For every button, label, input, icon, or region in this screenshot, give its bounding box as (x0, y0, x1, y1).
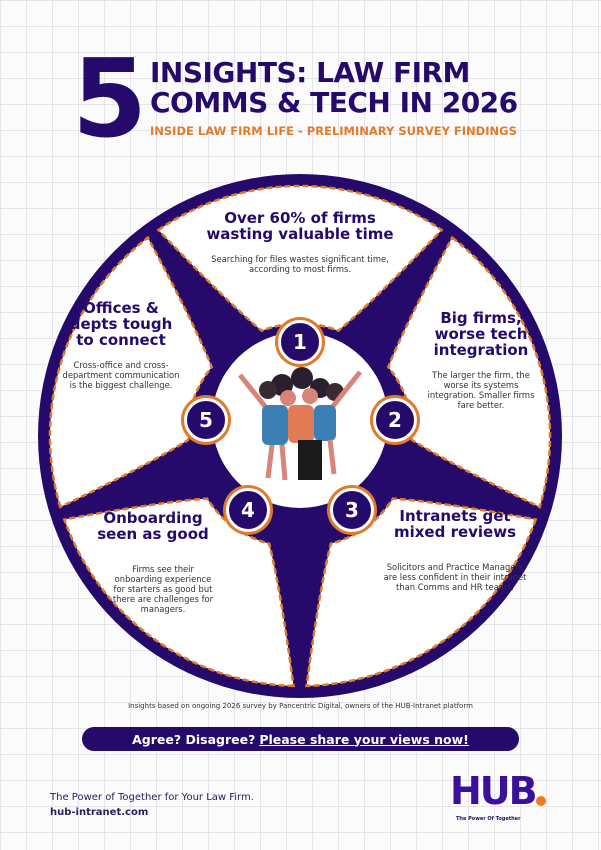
number-badge-4: 4 (226, 488, 270, 532)
hub-logo: HUB (450, 769, 538, 813)
footer-tagline: The Power of Together for Your Law Firm. (50, 792, 254, 803)
page-subtitle: INSIDE LAW FIRM LIFE - PRELIMINARY SURVE… (150, 124, 517, 138)
cta-banner: Agree? Disagree?Please share your views … (82, 727, 519, 751)
wheel-segment-1 (156, 184, 444, 333)
cta-prefix: Agree? Disagree? (132, 731, 256, 747)
share-views-link[interactable]: Please share your views now! (259, 731, 469, 747)
wheel-segment-2 (386, 235, 552, 509)
website-link[interactable]: hub-intranet.com (50, 807, 149, 818)
survey-footnote: Insights based on ongoing 2026 survey by… (128, 702, 473, 710)
number-badge-1: 1 (278, 320, 322, 364)
wheel-segment-4 (62, 497, 295, 688)
logo-dot-icon (536, 796, 546, 806)
people-illustration-icon (238, 367, 362, 481)
logo-tagline: The Power Of Together (456, 816, 521, 822)
number-badge-2: 2 (373, 398, 417, 442)
wheel-segment-3 (305, 497, 538, 688)
number-badge-5: 5 (184, 398, 228, 442)
big-number: 5 (72, 37, 147, 162)
number-badge-3: 3 (330, 488, 374, 532)
wheel-segment-5 (48, 235, 214, 509)
